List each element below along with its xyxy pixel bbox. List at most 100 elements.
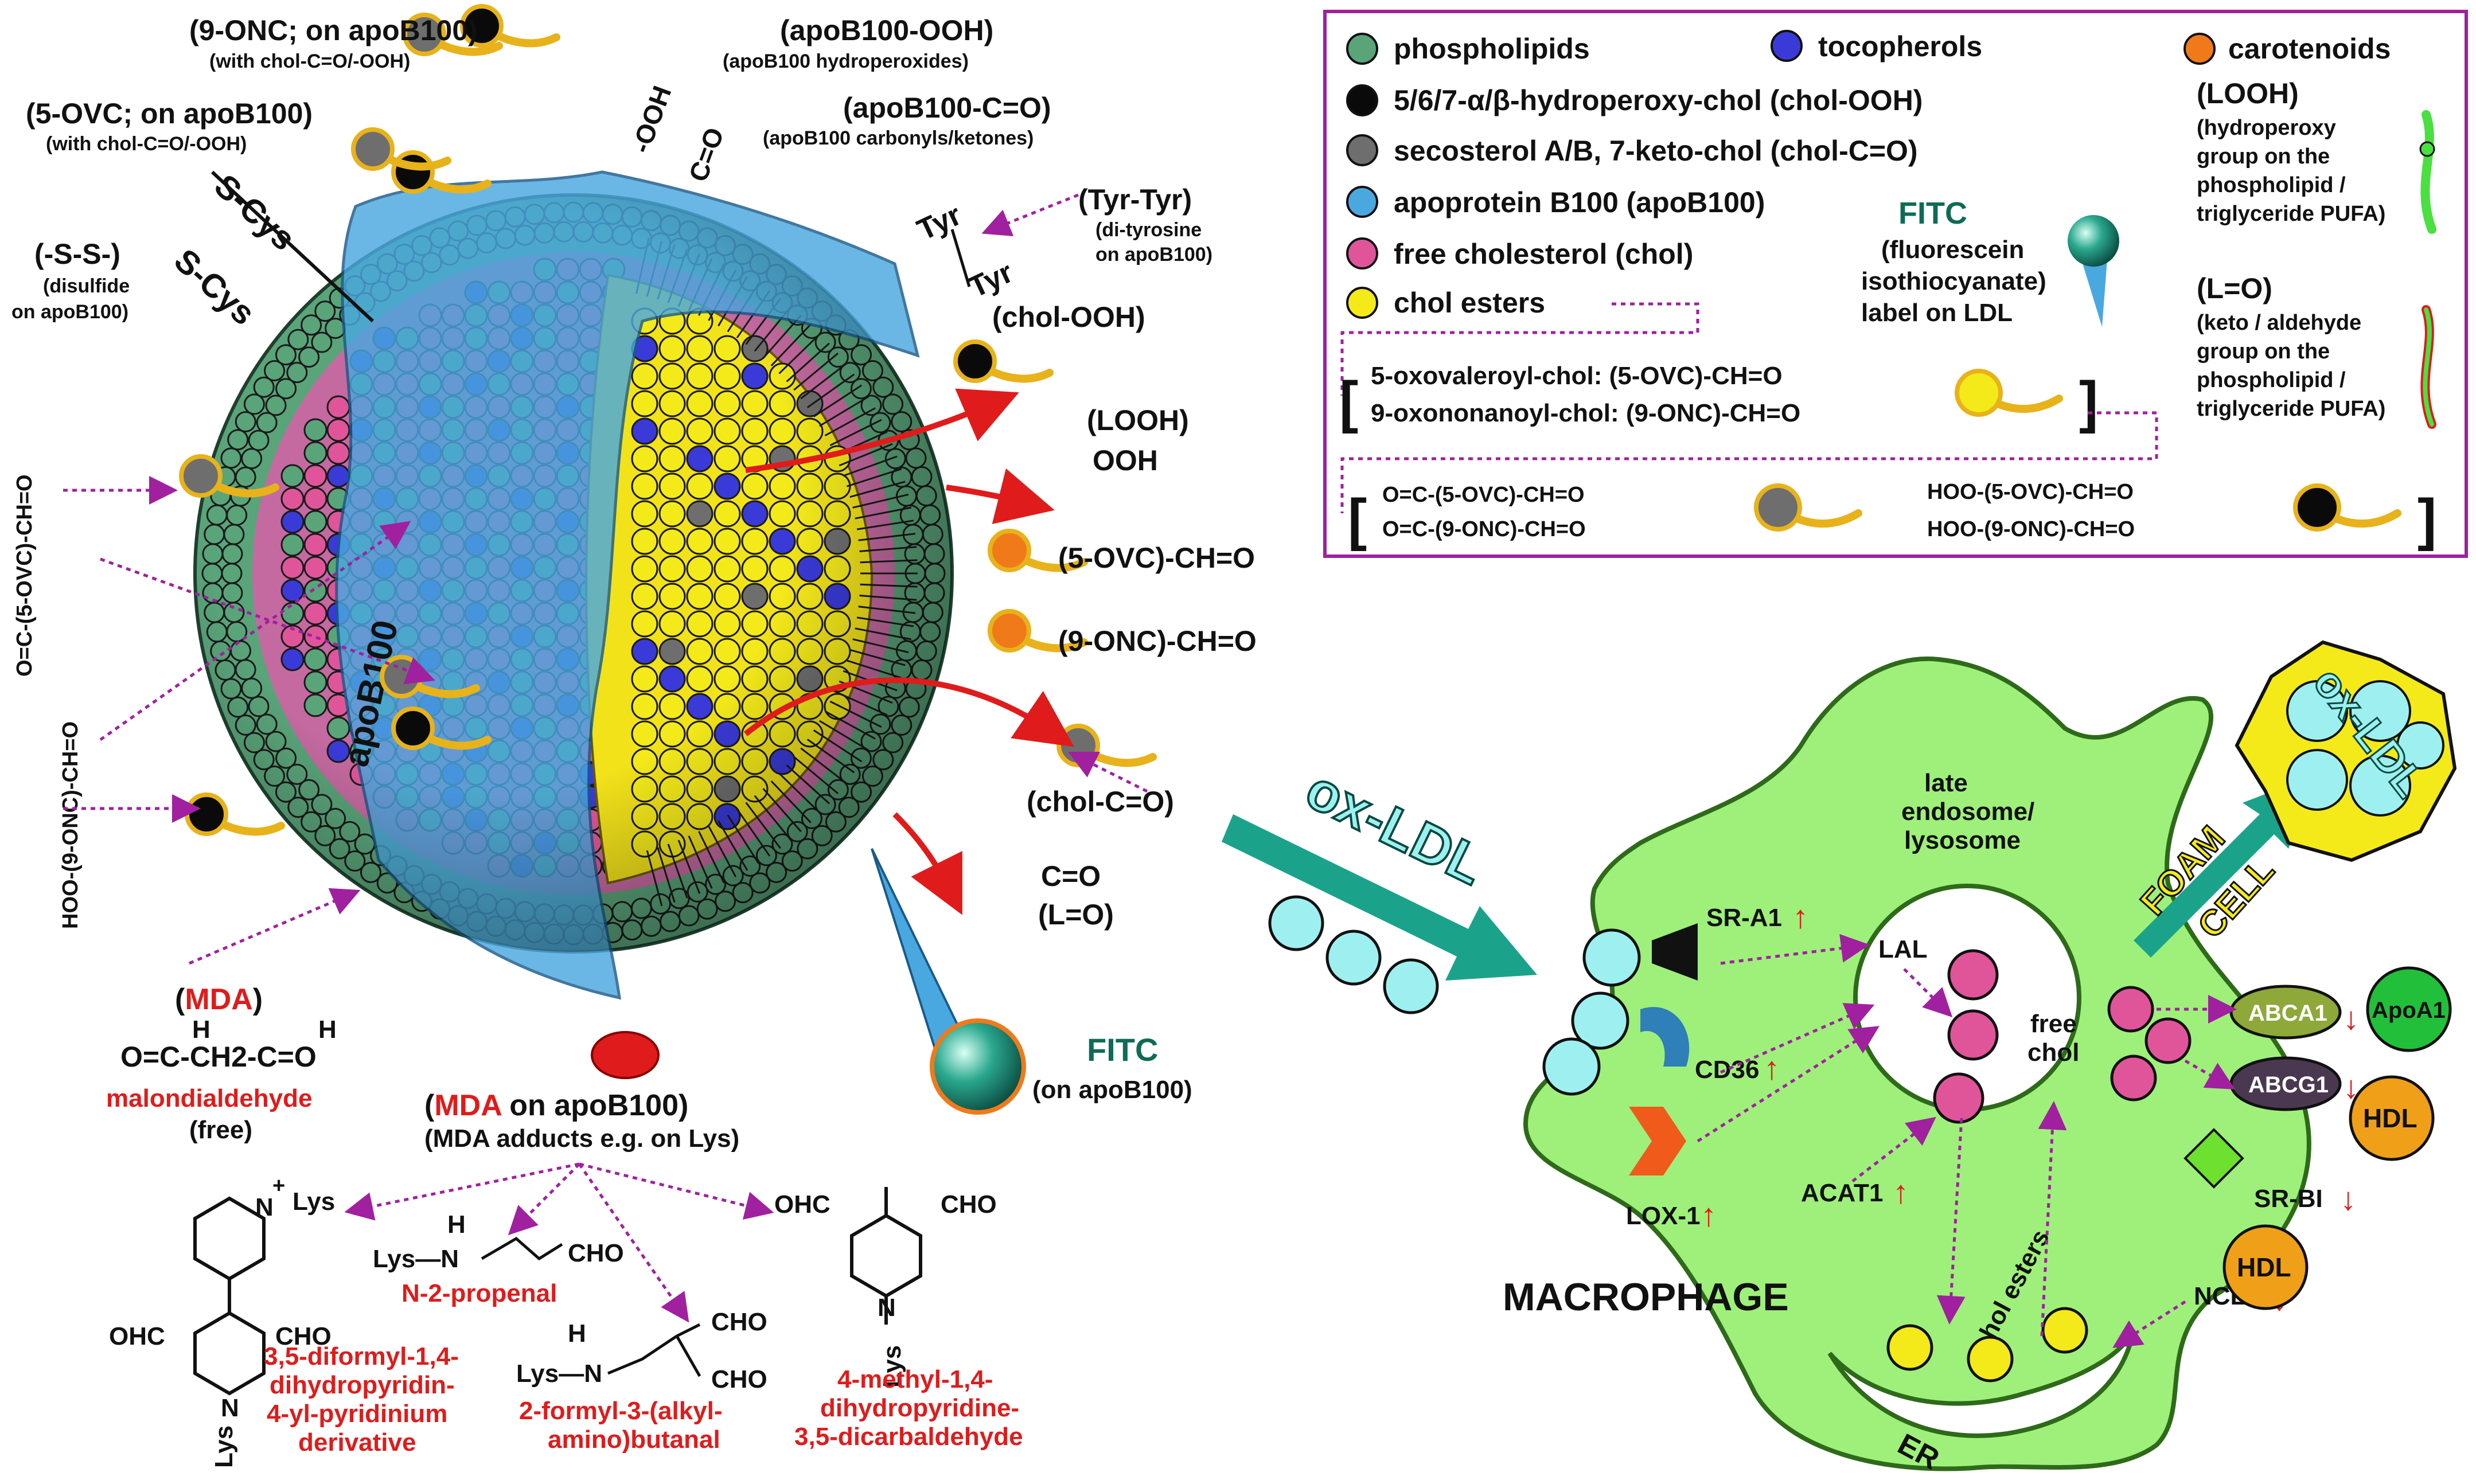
ovc-cho-label: (5-OVC)-CH=O [1058, 542, 1255, 574]
svg-text:]: ] [2417, 487, 2436, 552]
macrophage-title: MACROPHAGE [1503, 1275, 1789, 1319]
svg-text:triglyceride PUFA): triglyceride PUFA) [2197, 202, 2385, 226]
svg-text:↑: ↑ [1701, 1197, 1717, 1233]
tyr-label-1: Tyr [913, 198, 966, 247]
svg-text:group on the: group on the [2197, 145, 2330, 169]
legend-chol-ooh: 5/6/7-α/β-hydroperoxy-chol (chol-OOH) [1394, 84, 1923, 116]
legend-fitc-l3: label on LDL [1861, 299, 2013, 327]
chol-co-label: (chol-C=O) [1027, 786, 1174, 818]
ldl-labels: (9-ONC; on apoB100) (with chol-C=O/-OOH)… [11, 14, 1257, 1104]
lox1-receptor [1629, 1107, 1686, 1176]
hdl-particle-1 [2349, 1075, 2435, 1161]
legend-chol-co: secosterol A/B, 7-keto-chol (chol-C=O) [1394, 135, 1918, 167]
tyr-tyr-label: (Tyr-Tyr) [1078, 183, 1192, 216]
cd36-receptor [1640, 1007, 1690, 1067]
svg-text:OHC: OHC [109, 1322, 165, 1350]
svg-text:CHO: CHO [275, 1322, 332, 1350]
ovc-on-apob-sub: (with chol-C=O/-OOH) [46, 133, 247, 155]
legend-onc-line: 9-oxononanoyl-chol: (9-ONC)-CH=O [1371, 399, 1800, 427]
legend-pendant-icon [2293, 483, 2401, 532]
legend-fitc-sphere [2068, 215, 2119, 267]
pyridinium-name-1: 3,5-diformyl-1,4- [264, 1342, 459, 1370]
legend-chol-esters: chol esters [1394, 287, 1545, 319]
dhp-name-2: dihydropyridine- [820, 1394, 1019, 1422]
ox-ldl-arrow [1222, 814, 1537, 981]
sr-a1-label: SR-A1 [1706, 904, 1782, 932]
fitc-label: FITC [1087, 1032, 1158, 1068]
legend-phospholipids: phospholipids [1394, 33, 1590, 65]
svg-text:Lys: Lys [878, 1345, 906, 1388]
svg-text:OHC: OHC [774, 1190, 830, 1219]
oxidized-pendant [351, 127, 451, 171]
svg-text:(hydroperoxy: (hydroperoxy [2197, 116, 2336, 140]
apob-ooh-label: (apoB100-OOH) [780, 14, 993, 46]
svg-text:CHO: CHO [568, 1239, 624, 1267]
oxidized-pendant [185, 792, 285, 836]
n2-propenal-name: N-2-propenal [401, 1279, 557, 1307]
svg-text:↑: ↑ [1792, 899, 1808, 935]
hoo-onc-side-label: HOO-(9-ONC)-CH=O [59, 721, 83, 929]
svg-text:N: N [255, 1193, 274, 1221]
pyridinium-name-2: dihydropyridin- [270, 1371, 455, 1399]
legend-lo-title: (L=O) [2197, 272, 2272, 304]
mda-on-apob-title: (MDA on apoB100) [424, 1089, 688, 1122]
svg-text:triglyceride PUFA): triglyceride PUFA) [2197, 397, 2385, 421]
ldl-pointers [63, 193, 1148, 965]
disulfide-label: (-S-S-) [34, 238, 120, 270]
disulfide-sub2: on apoB100) [11, 301, 128, 323]
ooh-label: OOH [1093, 444, 1158, 477]
legend-oc-onc: O=C-(9-ONC)-CH=O [1382, 517, 1586, 541]
ovc-on-apob-label: (5-OVC; on apoB100) [26, 97, 313, 130]
svg-text:(keto / aldehyde: (keto / aldehyde [2197, 311, 2361, 335]
s-cys-label-1: S-Cys [207, 167, 302, 257]
oxidized-pendant [391, 706, 492, 750]
svg-text:H: H [318, 1016, 337, 1044]
legend-box: phospholipids tocopherols carotenoids 5/… [1323, 10, 2468, 558]
tyr-tyr-sub1: (di-tyrosine [1095, 219, 1202, 241]
oc-ovc-side-label: O=C-(5-OVC)-CH=O [13, 474, 37, 677]
onc-on-apob-sub: (with chol-C=O/-OOH) [209, 50, 410, 72]
butanal-structure: Lys—N [516, 1360, 602, 1388]
co-label: C=O [1041, 860, 1101, 892]
dhp-name-3: 3,5-dicarbaldehyde [794, 1423, 1023, 1451]
svg-text:H: H [447, 1210, 466, 1239]
apob-ooh-sub: (apoB100 hydroperoxides) [723, 50, 969, 72]
onc-cho-label: (9-ONC)-CH=O [1058, 625, 1257, 657]
pyridinium-name-4: derivative [298, 1428, 416, 1456]
mda-adducts-sub: (MDA adducts e.g. on Lys) [424, 1124, 739, 1153]
oxidation-arrows [743, 388, 1075, 915]
ooh-on-apob: -OOH [626, 82, 677, 157]
legend-looh-chain [2420, 110, 2436, 234]
oxidized-pendant [179, 454, 279, 498]
fitc-label-sphere [930, 1018, 1026, 1115]
svg-text:N: N [878, 1294, 896, 1322]
svg-text:+: + [272, 1174, 285, 1198]
fitc-sub: (on apoB100) [1032, 1076, 1192, 1104]
oxldl-particles-at-receptors [1542, 928, 1641, 1096]
legend-pendant-icon [1955, 369, 2063, 417]
mda-name: malondialdehyde [106, 1084, 312, 1112]
macrophage-cell: late endosome/ lysosome SR-A1 ↑ CD36 ↑ L… [1222, 640, 2457, 1477]
pyridinium-name-3: 4-yl-pyridinium [267, 1400, 447, 1428]
lo-label: (L=O) [1038, 899, 1114, 931]
pyridinium-structure [193, 1196, 266, 1396]
butanal-name-1: 2-formyl-3-(alkyl- [519, 1397, 723, 1425]
oxidized-pendant [953, 339, 1054, 383]
svg-text:CHO: CHO [941, 1190, 997, 1219]
svg-text:Lys: Lys [293, 1188, 335, 1216]
legend-free-chol: free cholesterol (chol) [1394, 238, 1693, 270]
mda-on-apob-marker [591, 1031, 660, 1079]
free-chol-l2: chol [2027, 1038, 2079, 1067]
apob-co-sub: (apoB100 carbonyls/ketones) [763, 127, 1034, 149]
chol-ester-droplets [1886, 1307, 2088, 1383]
legend-fitc-l1: (fluorescein [1881, 236, 2024, 264]
svg-text:CHO: CHO [711, 1365, 767, 1393]
svg-text:↑: ↑ [1764, 1050, 1780, 1086]
ldl-particle: apoB100 S-Cys S-Cys Tyr Tyr -OOH C=O [167, 82, 1026, 1115]
abcg1-label: ABCG1 [2248, 1072, 2329, 1098]
apoa1-label: ApoA1 [2372, 998, 2446, 1023]
dhp-name-1: 4-methyl-1,4- [837, 1365, 993, 1393]
svg-text:H: H [192, 1016, 210, 1044]
ox-ldl-particles [1268, 895, 1439, 1014]
